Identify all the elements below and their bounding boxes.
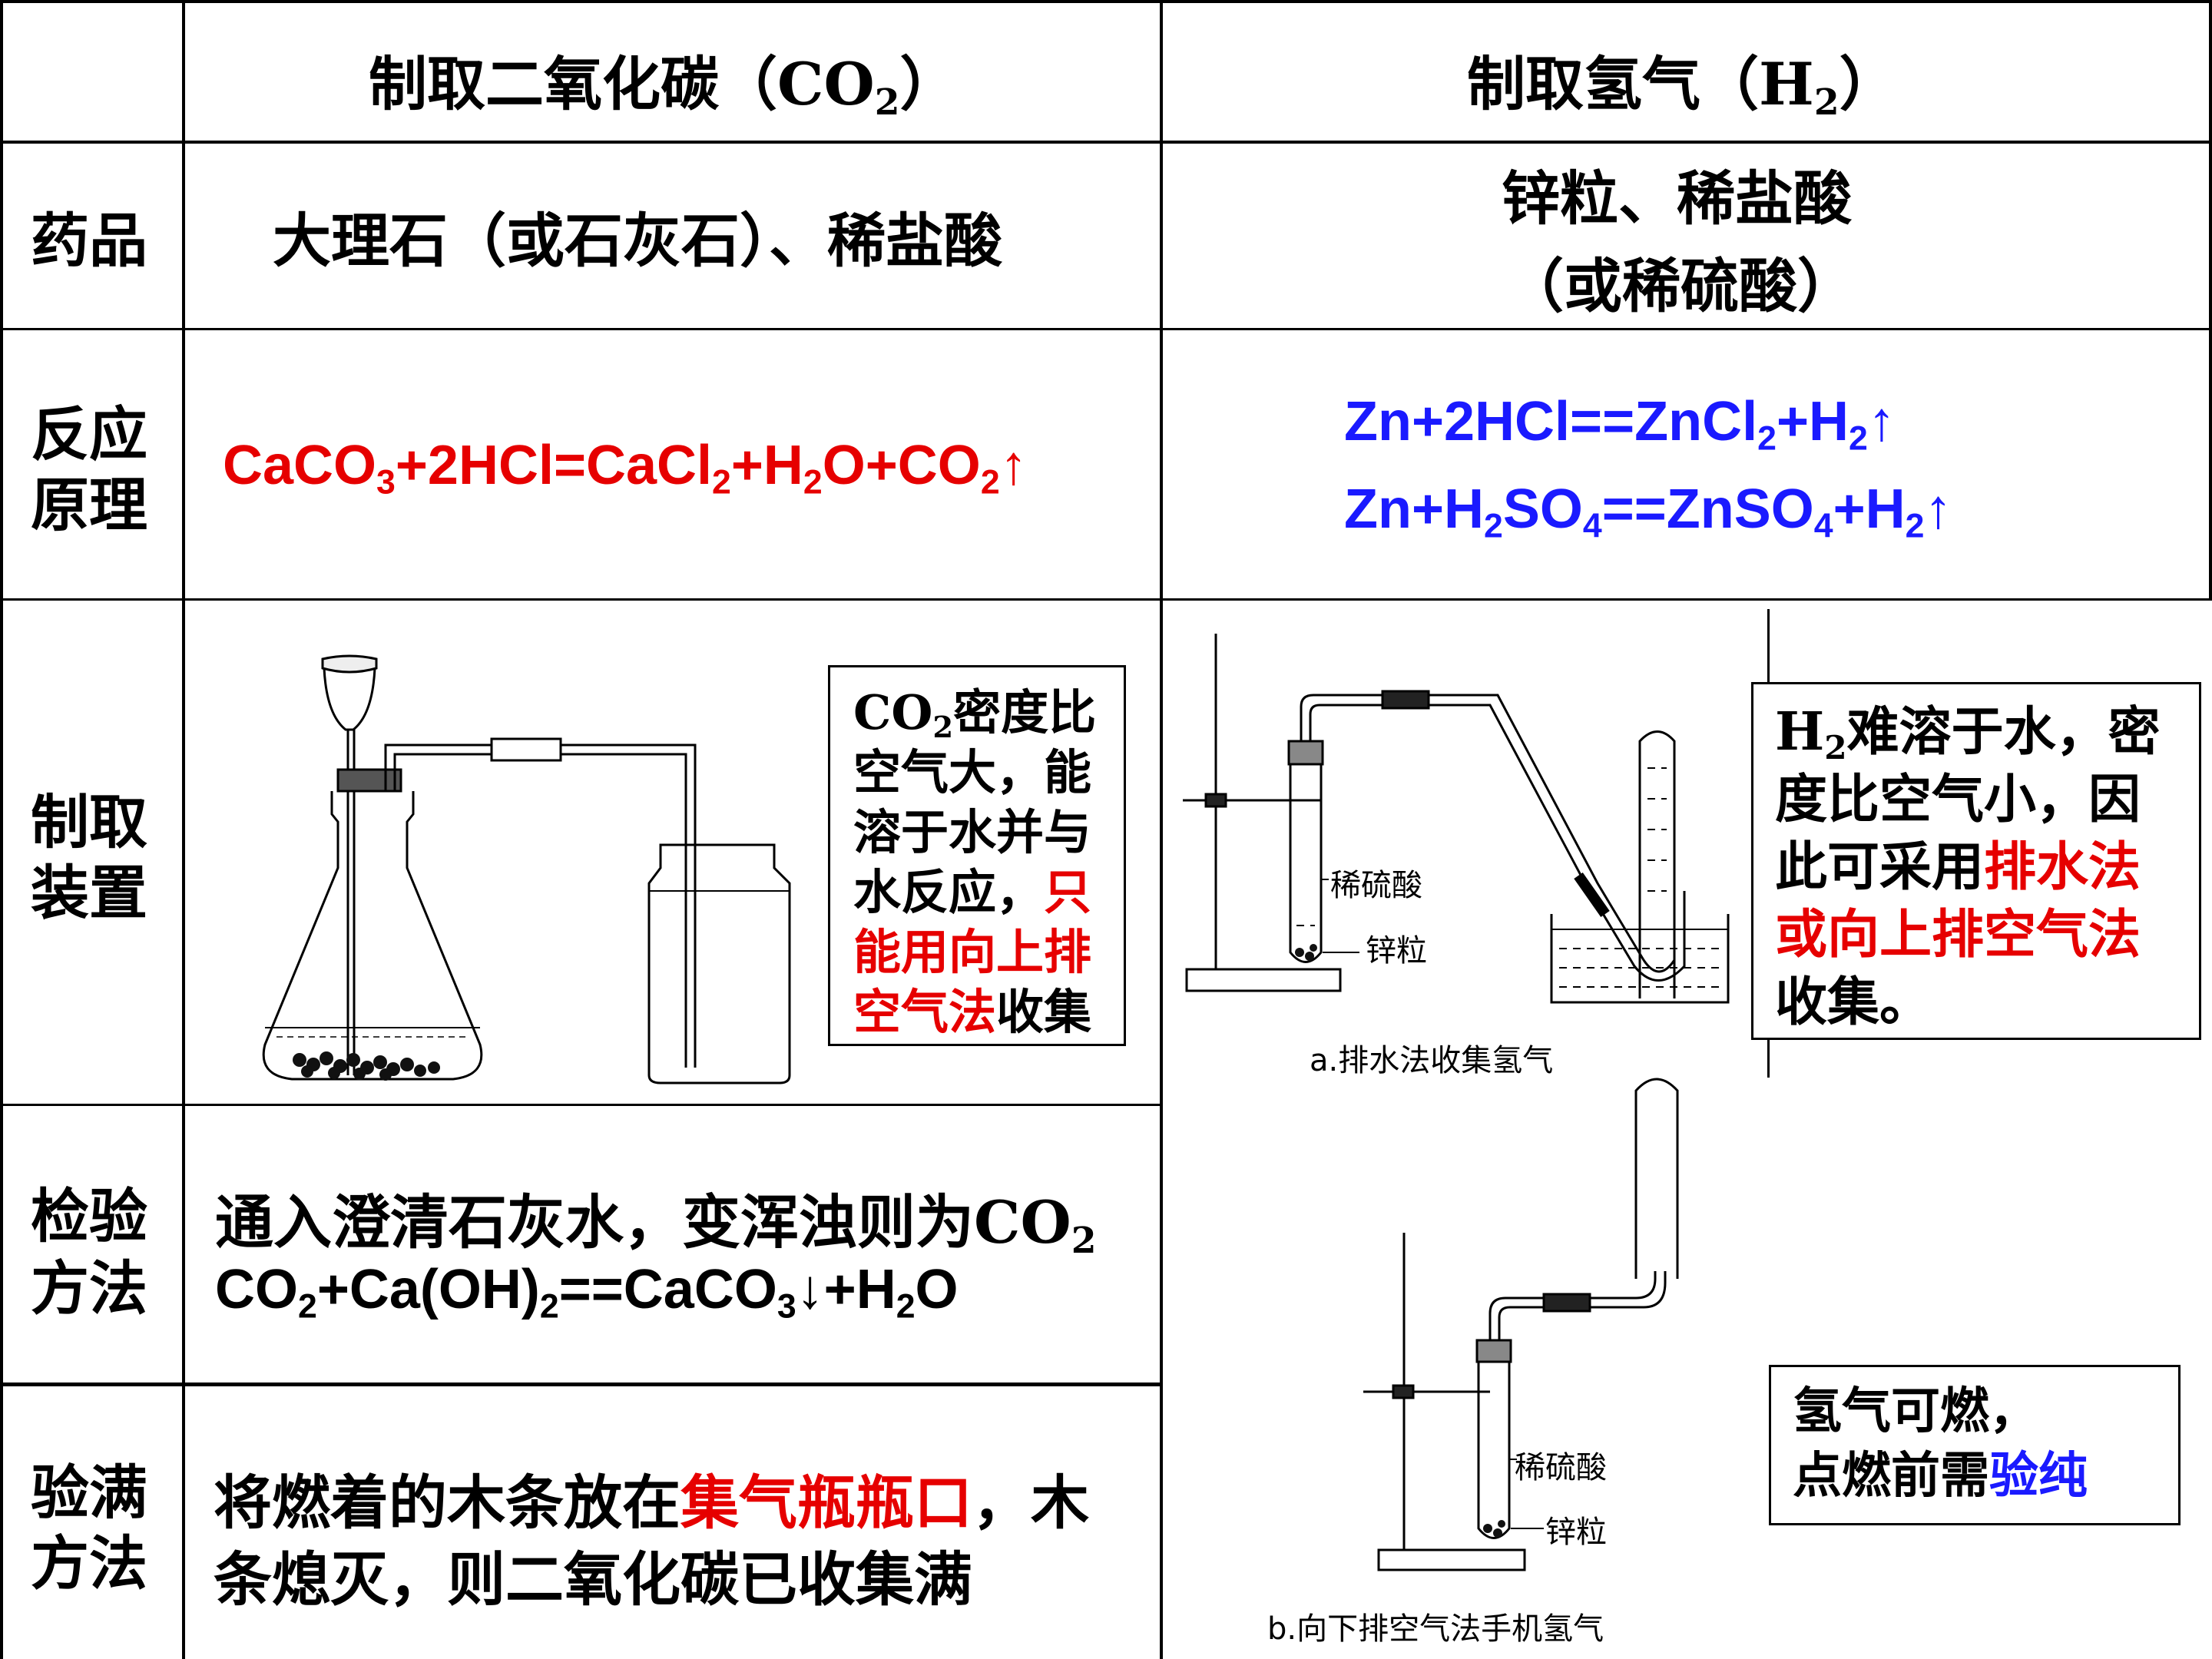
header-h2-text: 制取氢气（H bbox=[1467, 50, 1814, 118]
h2-property-note: H2难溶于水，密 度比空气小，因 此可采用排水法 或向上排空气法 收集。 bbox=[1751, 682, 2201, 1040]
row-label-reagents: 药品 bbox=[31, 207, 147, 275]
h2-apparatus-air-diagram bbox=[1363, 1078, 1679, 1571]
test-equation: CO2+Ca(OH)2==CaCO3↓+H2O bbox=[215, 1259, 959, 1326]
h2-apparatus-water-diagram bbox=[1183, 634, 1730, 1004]
reagents-h2-line1: 锌粒、稀盐酸 bbox=[1502, 164, 1852, 233]
equation-h2-h2so4: Zn+H2SO4==ZnSO4+H2↑ bbox=[1344, 478, 1952, 545]
row-label-principle-2: 原理 bbox=[31, 471, 147, 539]
test-line1: 通入澄清石灰水，变浑浊则为CO2 bbox=[215, 1188, 1097, 1263]
co2-apparatus-diagram bbox=[262, 654, 791, 1084]
row-label-apparatus-2: 装置 bbox=[31, 859, 147, 927]
label-zinc-b: 锌粒 bbox=[1545, 1515, 1607, 1550]
row-label-test-1: 检验 bbox=[31, 1182, 147, 1250]
caption-b: b.向下排空气法手机氢气 bbox=[1267, 1611, 1604, 1647]
full-line2: 条熄灭，则二氧化碳已收集满 bbox=[214, 1545, 972, 1614]
equation-h2-hcl: Zn+2HCl==ZnCl2+H2↑ bbox=[1344, 391, 1896, 458]
header-co2-text: 制取二氧化碳（CO bbox=[369, 50, 875, 118]
row-label-full-1: 验满 bbox=[31, 1459, 147, 1527]
reagents-co2: 大理石（或石灰石）、稀盐酸 bbox=[273, 207, 1002, 275]
label-acid-a: 稀硫酸 bbox=[1330, 868, 1422, 903]
row-label-full-2: 方法 bbox=[31, 1529, 147, 1598]
co2-property-note: CO2密度比 空气大，能 溶于水并与 水反应，只 能用向上排 空气法收集 bbox=[828, 665, 1126, 1046]
label-acid-b: 稀硫酸 bbox=[1515, 1450, 1607, 1485]
h2-flammable-note: 氢气可燃， 点燃前需验纯 bbox=[1769, 1365, 2181, 1525]
equation-co2: CaCO3+2HCl=CaCl2+H2O+CO2↑ bbox=[223, 435, 1028, 502]
full-line1: 将燃着的木条放在集气瓶瓶口，木 bbox=[214, 1469, 1089, 1537]
row-label-principle-1: 反应 bbox=[31, 400, 147, 469]
label-zinc-a: 锌粒 bbox=[1366, 933, 1427, 969]
row-label-test-2: 方法 bbox=[31, 1254, 147, 1323]
header-co2: 制取二氧化碳（CO2） bbox=[369, 50, 959, 124]
header-h2: 制取氢气（H2） bbox=[1467, 50, 1898, 124]
row-label-apparatus-1: 制取 bbox=[31, 788, 147, 856]
caption-a: a.排水法收集氢气 bbox=[1310, 1043, 1554, 1078]
reagents-h2-line2: （或稀硫酸） bbox=[1505, 252, 1856, 320]
